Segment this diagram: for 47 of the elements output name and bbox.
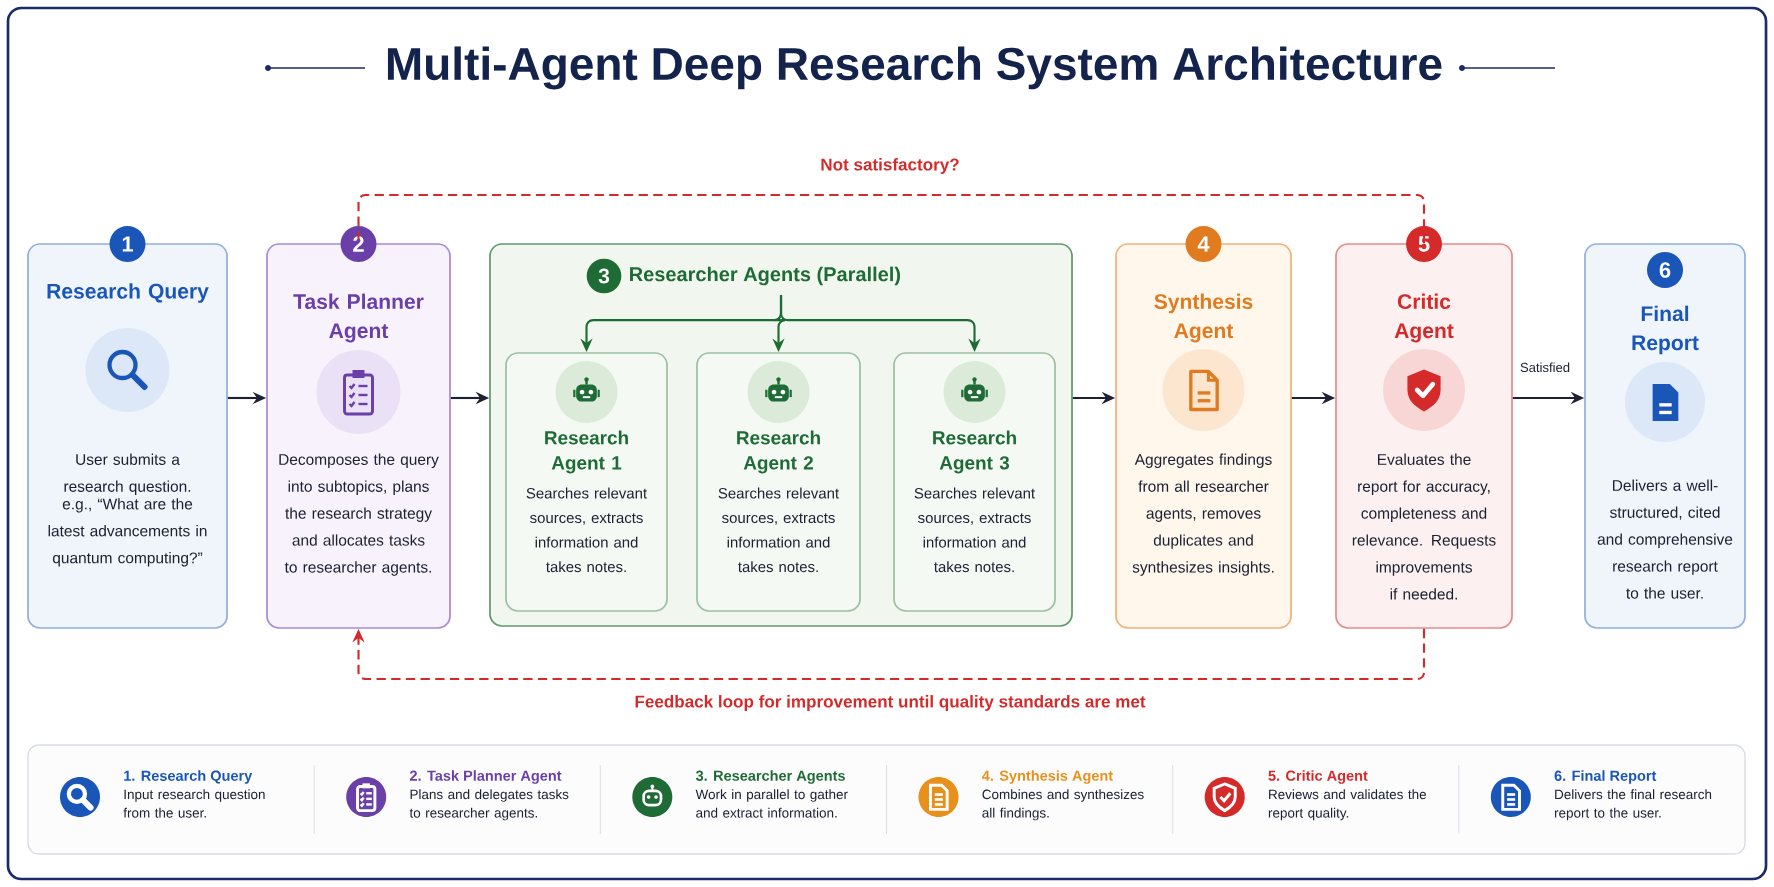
box-description: Searches relevant sources, extracts information and takes notes. xyxy=(914,487,1035,573)
legend-label: 6. Final Report xyxy=(1554,770,1657,784)
step-badge: 2 xyxy=(340,226,377,262)
agent-box xyxy=(893,352,1056,612)
agent-box xyxy=(696,352,861,612)
box-description: Searches relevant sources, extracts information and takes notes. xyxy=(718,487,839,573)
diagram-title: Multi-Agent Deep Research System Architecture xyxy=(387,46,1442,90)
legend-description: Reviews and validates the report quality. xyxy=(1268,789,1427,821)
group-title: Researcher Agents (Parallel) xyxy=(630,266,901,286)
edge-label: Feedback loop for improvement until quality standards are met xyxy=(631,692,1149,714)
step-badge: 4 xyxy=(1185,226,1222,262)
box-title: Research Query xyxy=(47,283,209,303)
legend-label: 1. Research Query xyxy=(124,770,253,784)
legend-description: Work in parallel to gather and extract information. xyxy=(695,789,848,818)
box-title: Task Planner Agent xyxy=(293,293,424,343)
process-box xyxy=(27,226,228,629)
box-title: Research Agent 3 xyxy=(933,430,1016,474)
box-description: Aggregates findings from all researcher agents, removes duplicates and synthesizes insights. xyxy=(1132,453,1274,576)
legend-description: Combines and synthesizes all findings. xyxy=(982,789,1144,821)
box-description: User submits a research question. xyxy=(64,453,191,495)
box-title: Research Agent 1 xyxy=(545,430,628,474)
legend-label: 3. Researcher Agents xyxy=(695,770,845,784)
edge-label: Not satisfactory? xyxy=(817,155,963,177)
box-description: Delivers a well-structured, cited and comprehensive research report to the user. xyxy=(1597,479,1733,599)
step-badge: 6 xyxy=(1647,252,1683,288)
box-description: Decomposes the query into subtopics, plans the research strategy and allocates tasks to researcher agents. xyxy=(279,453,439,576)
legend-description: Plans and delegates tasks to researcher agents. xyxy=(409,789,569,821)
legend-label: 5. Critic Agent xyxy=(1268,770,1368,784)
legend-label: 4. Synthesis Agent xyxy=(982,770,1113,784)
process-box xyxy=(1335,226,1513,629)
agent-box xyxy=(505,352,668,612)
box-title: Synthesis Agent xyxy=(1154,293,1253,343)
box-description: e.g., “What are the latest advancements in quantum computing?” xyxy=(48,498,207,567)
box-title: Research Agent 2 xyxy=(737,430,820,474)
feedback-arrow xyxy=(352,628,1426,681)
box-title: Final Report xyxy=(1632,305,1699,355)
legend-description: Delivers the final research report to the user. xyxy=(1555,789,1712,821)
box-description: Searches relevant sources, extracts information and takes notes. xyxy=(526,487,647,573)
legend-description: Input research question from the user. xyxy=(123,789,265,818)
legend-label: 2. Task Planner Agent xyxy=(410,770,562,784)
process-box xyxy=(1115,226,1292,629)
step-badge: 3 xyxy=(586,258,622,294)
box-title: Critic Agent xyxy=(1394,293,1454,343)
process-box xyxy=(1584,243,1746,629)
process-box xyxy=(266,226,451,629)
step-badge: 1 xyxy=(109,226,146,262)
box-description: Evaluates the report for accuracy, completeness and relevance. Requests improvements if needed. xyxy=(1352,453,1496,600)
